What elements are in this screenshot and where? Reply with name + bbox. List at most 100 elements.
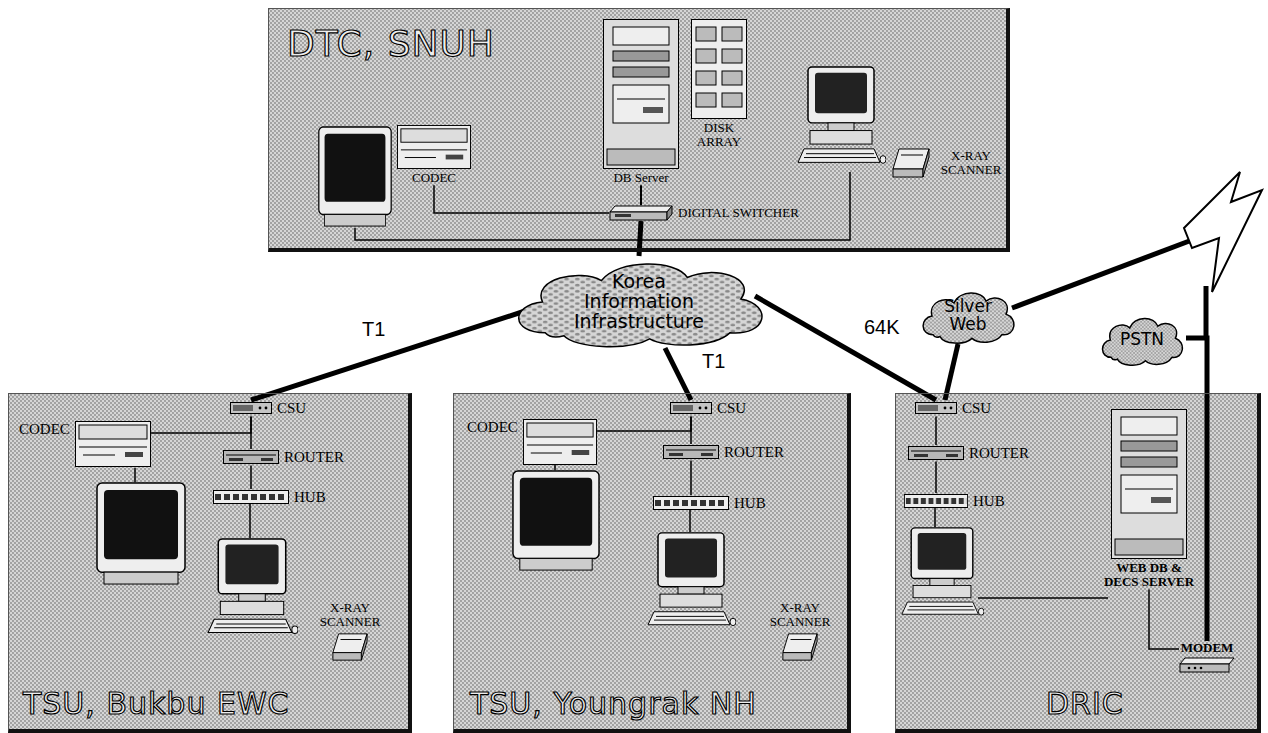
- cable: [250, 417, 252, 450]
- workstation: [798, 67, 886, 163]
- label-text: DRIC: [1046, 686, 1124, 721]
- codec-icon: [397, 125, 471, 169]
- video-monitor: [97, 483, 185, 584]
- label-text: DIGITAL SWITCHER: [678, 206, 799, 220]
- network-device: CSU: [230, 400, 306, 417]
- label-text: ROUTER: [969, 445, 1029, 462]
- modem-icon: [1179, 657, 1235, 673]
- network-device: ROUTER: [223, 449, 344, 466]
- label-text: HUB: [734, 495, 766, 512]
- video-monitor: [319, 127, 391, 226]
- site-panel: TSU, Youngrak NHCSUCODECROUTERHUBX-RAY S…: [453, 393, 851, 733]
- scanner-icon: [891, 147, 931, 179]
- router-symbol: [664, 446, 719, 459]
- codec-symbol: [523, 420, 596, 465]
- cable: [434, 185, 609, 213]
- label-text: DTC, SNUH: [287, 23, 495, 64]
- cable: [935, 462, 937, 494]
- cable: [1149, 590, 1179, 649]
- scanner-symbol: [783, 633, 817, 659]
- csu-icon: [230, 402, 272, 414]
- codec-icon: [523, 419, 597, 465]
- router-icon: [908, 446, 964, 460]
- label-text: Korea Information Infrastructure: [559, 272, 719, 332]
- network-device: CODEC: [467, 419, 597, 465]
- csu-symbol: [231, 403, 272, 414]
- video-monitor: [513, 471, 599, 570]
- router-icon: [663, 445, 719, 459]
- csu-symbol: [671, 403, 712, 414]
- label-text: CODEC: [412, 171, 456, 185]
- hub-icon: [904, 494, 968, 508]
- network-device: CSU: [670, 400, 746, 417]
- label-text: DISK ARRAY: [691, 121, 747, 150]
- network-device: CODEC: [19, 421, 151, 467]
- cloud-outline: [519, 264, 762, 347]
- workstation: [648, 533, 736, 626]
- scanner-icon: [781, 632, 819, 662]
- cloud-text: Silver Web: [933, 298, 1003, 334]
- label-text: CODEC: [19, 421, 70, 438]
- label-text: CSU: [962, 400, 991, 417]
- panel-ground: [8, 393, 412, 733]
- csu-icon: [670, 402, 712, 414]
- network-cloud: Silver Web: [918, 288, 1018, 344]
- scanner-icon: [331, 632, 369, 662]
- panel-ground: [453, 393, 851, 733]
- server-icon: [603, 19, 679, 169]
- cable: [935, 417, 937, 446]
- wire: [978, 597, 1108, 599]
- network-device: HUB: [904, 493, 1005, 510]
- scanner-symbol: [333, 633, 367, 659]
- scanner-symbol: [893, 149, 929, 177]
- router-symbol: [224, 451, 279, 464]
- workstation: [902, 528, 984, 615]
- network-device: DIGITAL SWITCHER: [609, 205, 799, 221]
- switcher-icon: [609, 205, 673, 221]
- codec-symbol: [75, 422, 150, 467]
- network-device: DISK ARRAY: [691, 19, 747, 150]
- label-text: DB Server: [613, 171, 668, 185]
- label-text: X-RAY SCANNER: [765, 601, 835, 630]
- network-device: CSU: [915, 400, 991, 417]
- cloud-text: PSTN: [1120, 331, 1164, 349]
- network-device: X-RAY SCANNER: [765, 601, 835, 662]
- network-cloud: Korea Information Infrastructure: [505, 256, 773, 348]
- disk-symbol: [692, 20, 747, 119]
- link-speed: 64K: [862, 316, 902, 338]
- label-text: ROUTER: [284, 449, 344, 466]
- server-icon: [1111, 409, 1187, 559]
- label-text: CSU: [277, 400, 306, 417]
- codec-icon: [75, 421, 151, 467]
- site-panel: TSU, Bukbu EWC CSU CODEC ROUTER HUB X-RAY SCA…: [8, 393, 412, 733]
- hub-symbol: [214, 490, 289, 504]
- csu-icon: [915, 402, 957, 414]
- hub-symbol: [654, 496, 729, 510]
- site-panel: DRICCSUROUTERHUBWEB DB & DECS SERVERMODE…: [895, 393, 1261, 733]
- label-text: WEB DB & DECS SERVER: [1101, 561, 1197, 590]
- wire: [134, 468, 136, 482]
- network-device: X-RAY SCANNER: [891, 147, 1006, 179]
- wire: [355, 172, 850, 240]
- hub-icon: [653, 496, 729, 510]
- label-text: HUB: [294, 489, 326, 506]
- hub-symbol: [904, 494, 967, 508]
- disk-icon: [691, 19, 747, 119]
- cloud-text: Korea Information Infrastructure: [559, 272, 719, 332]
- cable: [250, 466, 252, 490]
- network-device: ROUTER: [663, 444, 784, 461]
- modem-symbol: [1180, 658, 1234, 672]
- label-text: TSU, Bukbu EWC: [23, 686, 290, 721]
- label-text: Silver Web: [933, 298, 1003, 334]
- hub-icon: [213, 490, 289, 504]
- server-symbol: [1112, 410, 1187, 559]
- cloud-outline: [1103, 319, 1183, 366]
- label-text: HUB: [973, 493, 1005, 510]
- cable: [690, 417, 692, 445]
- router-icon: [223, 450, 279, 464]
- network-device: X-RAY SCANNER: [315, 601, 385, 662]
- site-panel: DTC, SNUH DB Server DISK ARRAY CODEC X-RAY S…: [268, 8, 1010, 252]
- label-text: X-RAY SCANNER: [936, 149, 1006, 178]
- switcher-symbol: [610, 206, 672, 220]
